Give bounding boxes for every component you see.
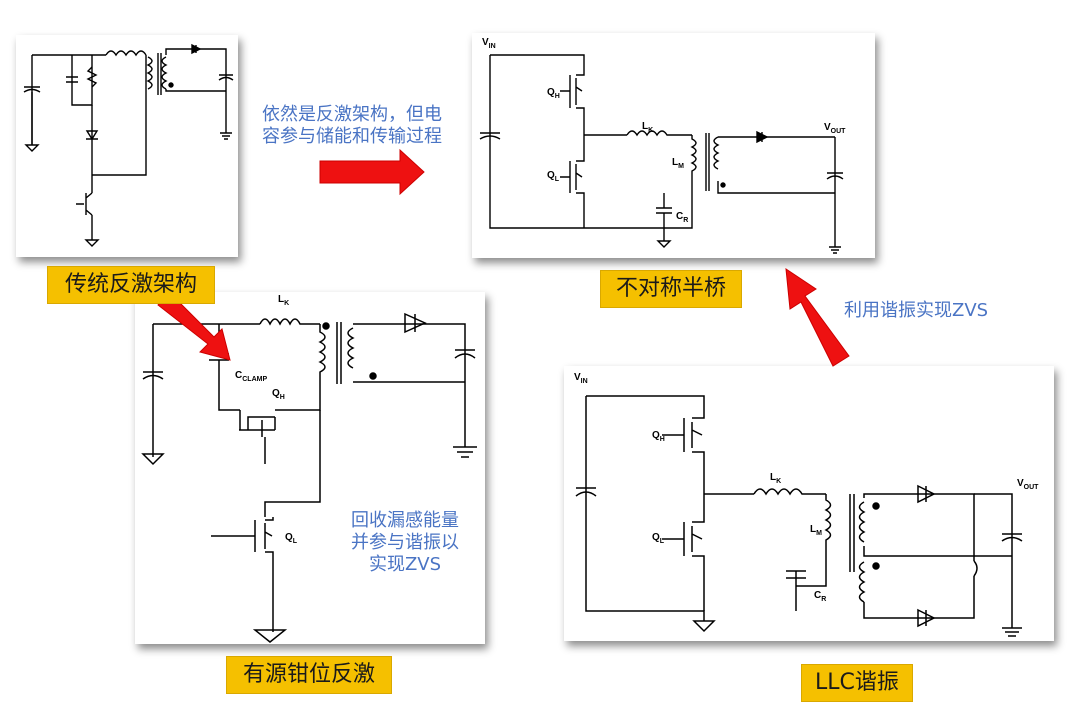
note-top-arrow: 依然是反激架构，但电 容参与储能和传输过程	[262, 104, 472, 148]
arrow-up-icon	[785, 267, 850, 367]
svg-text:LK: LK	[278, 294, 289, 307]
note-top-line-1: 依然是反激架构，但电	[262, 104, 442, 125]
asymmetric-half-bridge-diagram: VIN QH QL LK LM VOUT CR	[472, 33, 875, 258]
active-clamp-flyback-diagram: CCLAMP QH LK QL	[135, 292, 485, 644]
note-clamp: 回收漏感能量 并参与谐振以 实现ZVS	[340, 510, 470, 576]
svg-text:LK: LK	[642, 121, 653, 134]
label-llc-resonant: LLC谐振	[801, 664, 913, 702]
note-right-arrow: 利用谐振实现ZVS	[844, 300, 989, 321]
svg-text:LK: LK	[770, 472, 781, 485]
note-clamp-line-1: 回收漏感能量	[351, 510, 459, 531]
note-clamp-line-3: 实现ZVS	[368, 554, 442, 575]
llc-resonant-diagram: VIN QH QL LK LM VOUT CR	[564, 366, 1054, 641]
label-traditional-flyback: 传统反激架构	[47, 266, 215, 304]
note-clamp-line-2: 并参与谐振以	[351, 532, 459, 553]
arrow-right-icon	[319, 148, 425, 196]
label-asymmetric-half-bridge: 不对称半桥	[600, 270, 742, 308]
label-active-clamp-flyback: 有源钳位反激	[226, 656, 392, 694]
traditional-flyback-diagram	[16, 35, 238, 257]
note-top-line-2: 容参与储能和传输过程	[262, 126, 442, 147]
